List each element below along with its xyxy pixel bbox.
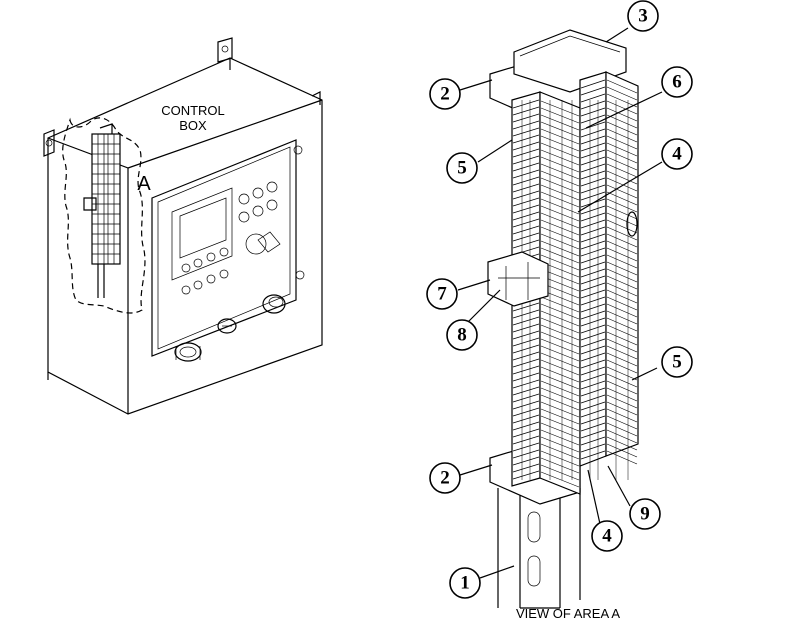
selector-switch-center xyxy=(217,318,237,334)
control-box-label: CONTROL xyxy=(161,103,225,118)
svg-text:9: 9 xyxy=(640,504,650,525)
selector-knob-left xyxy=(174,342,202,362)
svg-text:5: 5 xyxy=(457,158,467,179)
jumper-bar xyxy=(487,251,549,307)
control-box-label-2: BOX xyxy=(179,118,207,133)
terminal-column-2 xyxy=(579,71,639,467)
svg-text:5: 5 xyxy=(672,352,682,373)
callout-8: 8 xyxy=(446,319,478,351)
svg-text:7: 7 xyxy=(437,284,447,305)
callout-6: 6 xyxy=(661,66,693,98)
callout-5-bottom: 5 xyxy=(661,346,693,378)
pushbutton-right xyxy=(262,294,286,314)
svg-text:2: 2 xyxy=(440,468,450,489)
svg-text:4: 4 xyxy=(602,526,612,547)
svg-text:4: 4 xyxy=(672,144,682,165)
callout-5-top: 5 xyxy=(446,152,478,184)
keypad-buttons xyxy=(181,181,278,295)
callout-9: 9 xyxy=(629,498,661,530)
callout-1: 1 xyxy=(449,567,481,599)
area-a-marker: A xyxy=(137,173,151,195)
terminal-block-assembly xyxy=(487,29,639,609)
terminal-ribs xyxy=(512,79,638,488)
callout-2-top: 2 xyxy=(429,78,461,110)
callout-7: 7 xyxy=(426,278,458,310)
svg-text:3: 3 xyxy=(638,6,648,27)
callout-4-top: 4 xyxy=(661,138,693,170)
control-box-illustration: CONTROL BOX A xyxy=(43,37,323,415)
din-rail xyxy=(497,488,581,609)
terminal-strip-area-a xyxy=(83,123,121,298)
svg-text:8: 8 xyxy=(457,325,467,346)
callout-4-bottom: 4 xyxy=(591,520,623,552)
svg-text:6: 6 xyxy=(672,72,682,93)
callout-3: 3 xyxy=(627,0,659,32)
svg-text:2: 2 xyxy=(440,84,450,105)
svg-text:1: 1 xyxy=(460,573,470,594)
leader-lines xyxy=(457,27,663,579)
view-caption: VIEW OF AREA A xyxy=(516,606,620,621)
callout-2-bottom: 2 xyxy=(429,462,461,494)
